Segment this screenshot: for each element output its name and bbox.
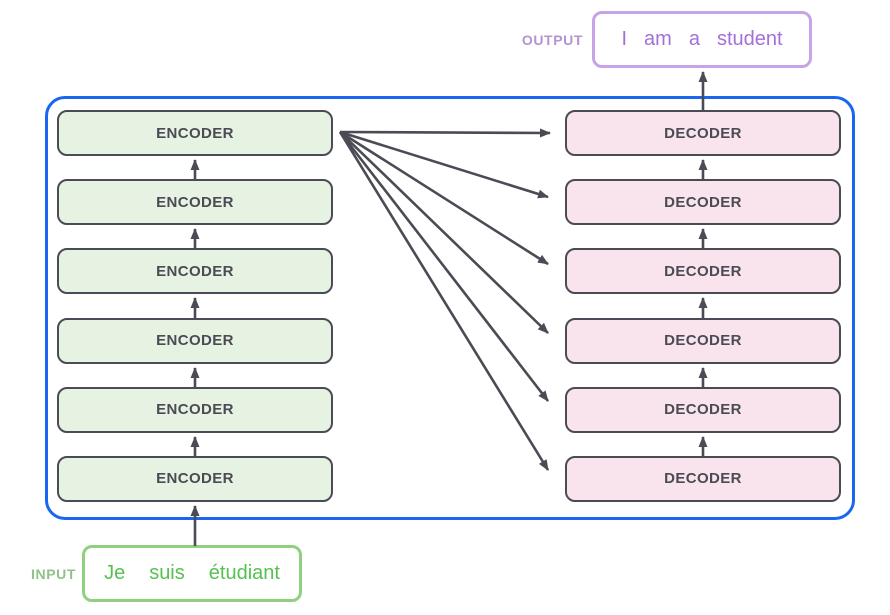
input-sentence-box: Je suis étudiant <box>82 545 302 602</box>
decoder-box-5: DECODER <box>565 386 841 433</box>
encoder-box-label: ENCODER <box>156 332 234 350</box>
input-label: INPUT <box>31 566 76 582</box>
output-token: a <box>688 28 700 50</box>
output-sentence-box: I am a student <box>592 11 812 68</box>
encoder-decoder-container <box>45 96 855 520</box>
decoder-box-4: DECODER <box>565 317 841 364</box>
output-token: am <box>644 28 672 50</box>
decoder-box-6: DECODER <box>565 455 841 502</box>
decoder-box-2: DECODER <box>565 179 841 226</box>
decoder-box-label: DECODER <box>664 401 742 419</box>
output-token: student <box>716 28 783 50</box>
encoder-box-label: ENCODER <box>156 262 234 280</box>
input-token: suis <box>149 562 185 584</box>
decoder-box-label: DECODER <box>664 193 742 211</box>
encoder-box-label: ENCODER <box>156 401 234 419</box>
decoder-box-label: DECODER <box>664 262 742 280</box>
encoder-box-4: ENCODER <box>57 317 333 364</box>
input-token: étudiant <box>208 562 280 584</box>
decoder-box-1: DECODER <box>565 110 841 156</box>
encoder-box-5: ENCODER <box>57 386 333 433</box>
encoder-box-6: ENCODER <box>57 455 333 502</box>
output-token: I <box>621 28 628 50</box>
decoder-box-label: DECODER <box>664 124 742 142</box>
encoder-box-1: ENCODER <box>57 110 333 156</box>
decoder-box-3: DECODER <box>565 248 841 295</box>
decoder-stack: DECODER DECODER DECODER DECODER DECODER … <box>565 110 841 502</box>
decoder-box-label: DECODER <box>664 470 742 488</box>
input-token: Je <box>104 562 126 584</box>
encoder-box-label: ENCODER <box>156 193 234 211</box>
encoder-stack: ENCODER ENCODER ENCODER ENCODER ENCODER … <box>57 110 333 502</box>
encoder-box-label: ENCODER <box>156 470 234 488</box>
encoder-box-2: ENCODER <box>57 179 333 226</box>
output-label: OUTPUT <box>521 32 583 48</box>
decoder-box-label: DECODER <box>664 332 742 350</box>
encoder-box-3: ENCODER <box>57 248 333 295</box>
encoder-box-label: ENCODER <box>156 124 234 142</box>
